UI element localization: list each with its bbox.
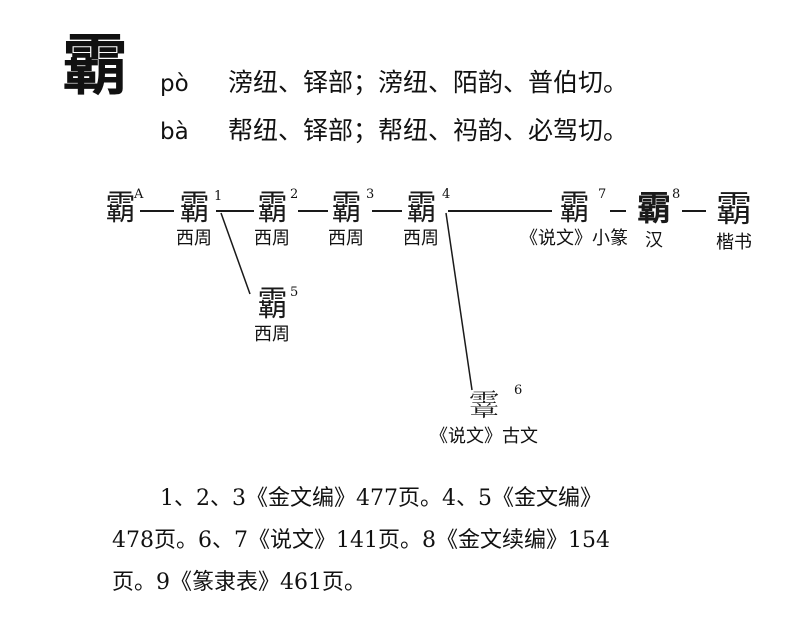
glyph-char: 霸 (637, 189, 671, 229)
glyph-form-kaishu: 霸 楷书 (704, 192, 764, 252)
note-line: 页。9《篆隶表》461页。 (112, 570, 366, 595)
era-label: 西周 (254, 228, 290, 249)
glyph-form-5: 霸 西周 (244, 284, 300, 345)
connector-line (372, 210, 402, 212)
form-number: 8 (672, 187, 681, 202)
glyph-form-1: 霸 西周 (166, 188, 222, 249)
glyph-char: 霸 (331, 188, 362, 229)
glyph-form-3: 霸 西周 (318, 188, 374, 249)
form-number: 3 (366, 187, 375, 202)
connector-line (610, 210, 626, 212)
connector-line (682, 210, 706, 212)
era-label: 西周 (328, 228, 364, 249)
reading-pinyin: bà (160, 119, 189, 145)
form-number: 4 (442, 187, 451, 202)
reading-po: pò 滂纽、铎部；滂纽、陌韵、普伯切。 (160, 68, 628, 99)
connector-line (448, 210, 552, 212)
glyph-char: 霸 (257, 284, 288, 325)
form-number: 5 (290, 285, 299, 300)
glyph-form-8: 霸 汉 (624, 192, 684, 250)
era-label: 楷书 (716, 232, 752, 253)
branch-line-to-5 (220, 212, 251, 295)
reading-text: 滂纽、铎部；滂纽、陌韵、普伯切。 (228, 68, 629, 97)
form-number: 2 (290, 187, 299, 202)
form-number: 7 (598, 187, 607, 202)
note-line: 478页。6、7《说文》141页。8《金文续编》154 (112, 528, 610, 553)
form-number: A (134, 187, 144, 202)
glyph-char: 霸 (406, 188, 437, 229)
era-label: 西周 (403, 228, 439, 249)
glyph-char: 霸 (715, 189, 752, 230)
glyph-char: 𩅈 (469, 389, 499, 424)
era-label: 《说文》小篆 (520, 228, 628, 249)
connector-line (140, 210, 174, 212)
note-line: 1、2、3《金文编》477页。4、5《金文编》 (160, 486, 602, 511)
era-label: 西周 (176, 228, 212, 249)
glyph-char: 霸 (105, 188, 136, 229)
head-character: 霸 (62, 26, 128, 104)
glyph-form-2: 霸 西周 (244, 188, 300, 249)
era-label: 汉 (645, 230, 663, 251)
glyph-form-4: 霸 西周 (392, 188, 450, 249)
connector-line (216, 210, 254, 212)
glyph-char: 霸 (257, 188, 288, 229)
glyph-form-a: 霸 (98, 188, 142, 229)
reading-text: 帮纽、铎部；帮纽、祃韵、必驾切。 (228, 116, 629, 145)
form-number: 1 (214, 189, 223, 204)
glyph-char: 霸 (559, 188, 590, 229)
form-number: 6 (514, 383, 523, 398)
reading-pinyin: pò (160, 71, 189, 97)
glyph-form-6: 𩅈 《说文》古文 (414, 392, 554, 446)
glyph-form-7: 霸 《说文》小篆 (504, 188, 644, 249)
era-label: 西周 (254, 324, 290, 345)
connector-line (298, 210, 328, 212)
branch-line-to-6 (445, 212, 473, 391)
reading-ba: bà 帮纽、铎部；帮纽、祃韵、必驾切。 (160, 116, 628, 147)
glyph-char: 霸 (179, 188, 210, 229)
era-label: 《说文》古文 (430, 426, 538, 447)
